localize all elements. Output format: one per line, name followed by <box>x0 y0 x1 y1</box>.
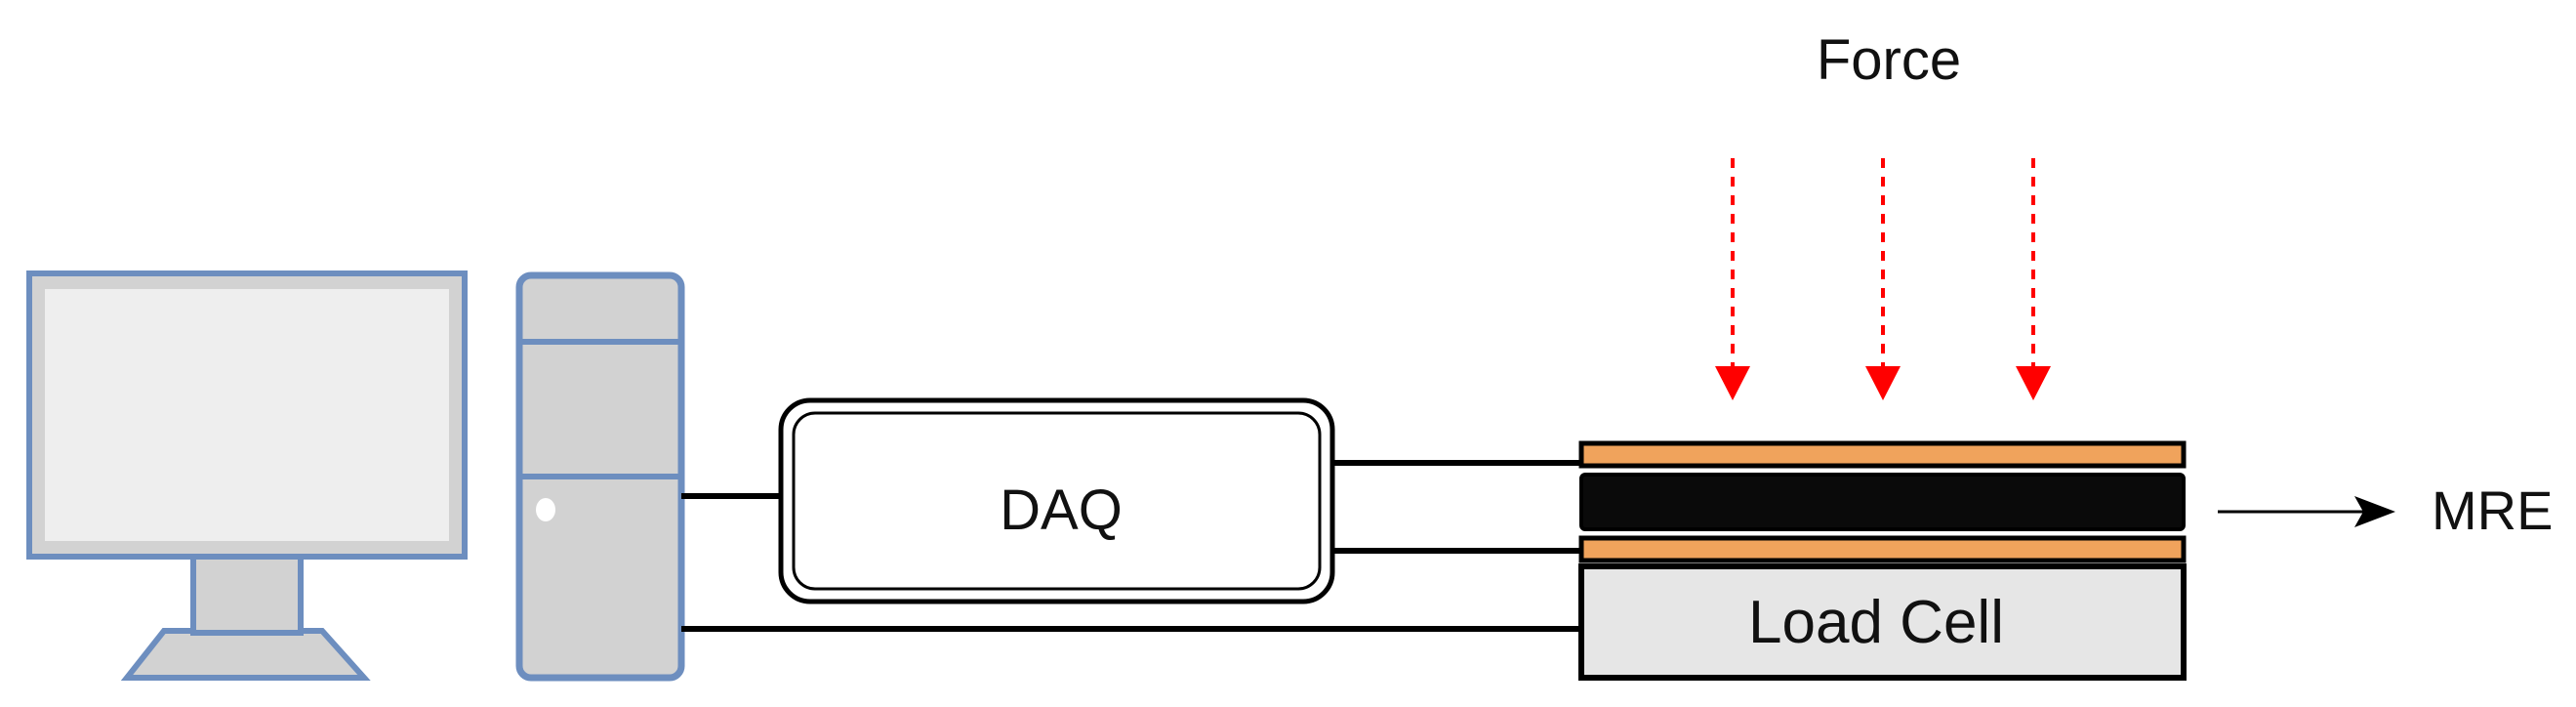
wires <box>681 460 1581 632</box>
monitor-base <box>120 628 371 681</box>
load-cell-label: Load Cell <box>1748 589 2004 656</box>
daq-box: DAQ <box>778 397 1335 604</box>
sample-stack: Load Cell <box>1578 440 2187 681</box>
load-cell-box <box>1578 563 2187 681</box>
daq-inner-border <box>792 411 1322 591</box>
arrowhead-right-icon <box>2354 496 2395 527</box>
mre-layer <box>1579 473 2186 531</box>
arrowhead-down-icon <box>2016 366 2051 400</box>
top-electrode-strip <box>1578 440 2187 469</box>
force-arrow-left <box>1715 158 1750 400</box>
force-label: Force <box>1817 28 1961 92</box>
force-arrow-middle <box>1865 158 1901 400</box>
arrowhead-down-icon <box>1715 366 1750 400</box>
bottom-electrode-strip <box>1578 535 2187 563</box>
monitor-neck <box>190 552 304 636</box>
mre-pointer: MRE <box>2218 479 2553 541</box>
monitor-screen <box>43 287 451 543</box>
force-arrows <box>1715 158 2051 400</box>
daq-label: DAQ <box>1000 478 1123 542</box>
force-arrow-right <box>2016 158 2051 400</box>
arrowhead-down-icon <box>1865 366 1901 400</box>
tower-power-button <box>536 498 555 521</box>
monitor-icon <box>26 270 468 681</box>
computer-tower-icon <box>515 271 685 682</box>
mre-label: MRE <box>2432 479 2553 541</box>
